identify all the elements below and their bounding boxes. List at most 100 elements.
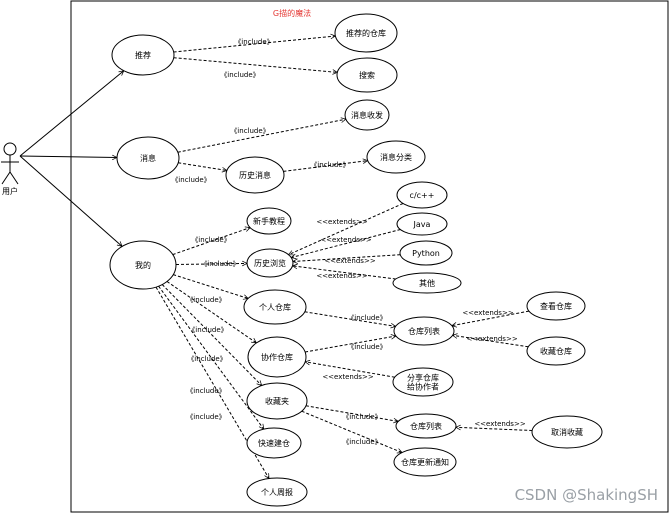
edge-shoucangjia-to-gengxin — [301, 410, 402, 452]
use-case-label: 收藏夹 — [265, 396, 289, 406]
use-case-cangku-liebiao2: 仓库列表 — [395, 413, 457, 439]
use-case-tuijian-cangku: 推荐的仓库 — [334, 13, 398, 53]
actor-label: 用户 — [2, 186, 18, 196]
edge-label: 《include》 — [220, 71, 259, 79]
edge-wode-to-xiezuo — [166, 281, 256, 343]
edge-lishi-xiaoxi-to-xiaoxi-fenlei — [283, 161, 367, 172]
edge-xiaoxi-to-lishi-xiaoxi — [178, 162, 227, 171]
use-case-label: 我的 — [135, 260, 151, 270]
use-case-shoucang-cangku: 收藏仓库 — [526, 336, 586, 366]
use-case-ellipse — [243, 289, 307, 325]
use-case-label: 推荐 — [135, 50, 151, 60]
edge-wode-to-shoucangjia — [161, 284, 262, 386]
use-case-label: 消息收发 — [351, 110, 383, 120]
use-case-label: 分享仓库 — [407, 373, 439, 383]
edge-label: <<extends>> — [316, 218, 368, 226]
actor-head — [3, 142, 17, 156]
use-case-shoucangjia: 收藏夹 — [246, 382, 308, 420]
edge-actor-to-tuijian — [19, 71, 124, 157]
edges-layer: 《include》《include》《include》《include》《inc… — [19, 36, 533, 479]
use-case-label: 历史消息 — [239, 170, 271, 180]
use-case-ellipse — [246, 427, 302, 459]
edge-cpp-to-lishi-liulan — [289, 203, 404, 255]
use-case-label: 仓库更新通知 — [401, 457, 449, 467]
use-case-label: 其他 — [419, 278, 435, 288]
use-case-label: Python — [412, 249, 440, 258]
use-case-ellipse — [334, 13, 398, 53]
use-case-label: 仓库列表 — [410, 421, 442, 431]
use-case-label: 收藏仓库 — [540, 346, 572, 356]
edge-wode-to-geren-cangku — [173, 274, 248, 299]
use-case-ellipse — [225, 156, 285, 194]
use-case-ellipse — [336, 57, 398, 93]
edge-tuijian-to-sousuo — [173, 57, 338, 73]
edge-tuijian-to-tuijian-cangku — [173, 36, 336, 53]
use-case-label: c/c++ — [410, 191, 435, 200]
edge-shoucangjia-to-cangku-liebiao2 — [305, 405, 398, 422]
nodes-layer: 推荐消息我的推荐的仓库搜索消息收发历史消息消息分类新手教程历史浏览c/c++Ja… — [109, 13, 603, 507]
edge-label: 《include》 — [186, 387, 225, 395]
edge-shoucang-cangku-to-cangku-liebiao1 — [453, 335, 529, 348]
use-case-ellipse — [366, 140, 426, 174]
use-case-label: 协作仓库 — [261, 352, 293, 362]
use-case-ellipse — [246, 477, 308, 507]
edge-label: 《include》 — [230, 127, 269, 135]
use-case-label: 快速建仓 — [258, 438, 290, 448]
use-case-label: 查看仓库 — [540, 301, 572, 311]
use-case-xinshou: 新手教程 — [246, 207, 292, 235]
edge-wode-to-xinshou — [172, 228, 250, 256]
edge-label: <<extends>> — [474, 420, 526, 428]
use-case-cangku-liebiao1: 仓库列表 — [393, 316, 455, 346]
edge-label: <<extends>> — [320, 236, 372, 244]
edge-label: 《include》 — [188, 326, 227, 334]
edge-label: 《include》 — [234, 38, 273, 46]
edge-chakan-to-cangku-liebiao1 — [452, 310, 530, 326]
use-case-lishi-xiaoxi: 历史消息 — [225, 156, 285, 194]
edge-label: 《include》 — [200, 260, 239, 268]
use-case-xiaoxi-fenlei: 消息分类 — [366, 140, 426, 174]
use-case-python: Python — [399, 240, 453, 266]
use-case-ellipse — [392, 367, 454, 397]
use-case-xiaoxi: 消息 — [116, 136, 180, 180]
use-case-ellipse — [396, 212, 448, 236]
use-case-ellipse — [246, 207, 292, 235]
use-case-ellipse — [247, 336, 307, 378]
use-case-ellipse — [246, 248, 294, 278]
use-case-label: 搜索 — [359, 70, 375, 80]
use-case-ellipse — [399, 240, 453, 266]
use-case-gengxin: 仓库更新通知 — [393, 447, 457, 477]
edge-actor-to-xiaoxi — [19, 156, 117, 158]
edge-qita-to-lishi-liulan — [293, 266, 396, 280]
use-case-sousuo: 搜索 — [336, 57, 398, 93]
use-case-ellipse — [396, 181, 448, 209]
use-case-ellipse — [395, 413, 457, 439]
use-case-qita: 其他 — [392, 272, 462, 294]
edge-label: 《include》 — [171, 176, 210, 184]
use-case-ellipse — [344, 99, 390, 131]
edge-xiaoxi-to-xiaoxi-shoufa — [177, 119, 346, 153]
actor-left-leg — [1, 171, 11, 185]
use-case-ellipse — [393, 316, 455, 346]
use-case-lishi-liulan: 历史浏览 — [246, 248, 294, 278]
use-case-label: 仓库列表 — [408, 326, 440, 336]
use-case-cpp: c/c++ — [396, 181, 448, 209]
use-case-label: 个人仓库 — [259, 302, 291, 312]
use-case-label: 个人周报 — [261, 487, 293, 497]
edge-label: <<extends>> — [324, 257, 376, 265]
use-case-geren-cangku: 个人仓库 — [243, 289, 307, 325]
edge-label: 《include》 — [187, 355, 226, 363]
use-case-xiezuo: 协作仓库 — [247, 336, 307, 378]
use-case-chakan: 查看仓库 — [526, 291, 586, 321]
watermark: CSDN @ShakingSH — [515, 486, 658, 504]
edge-xiezuo-to-cangku-liebiao1 — [305, 336, 396, 353]
use-case-ellipse — [392, 272, 462, 294]
edge-label: 《include》 — [347, 343, 386, 351]
use-case-ellipse — [526, 291, 586, 321]
use-case-wode: 我的 — [109, 240, 177, 290]
use-case-label: 消息 — [140, 153, 156, 163]
system-boundary — [70, 0, 669, 513]
diagram-title: G描的魔法 — [273, 8, 311, 18]
edge-wode-to-kuaisu — [158, 285, 264, 429]
